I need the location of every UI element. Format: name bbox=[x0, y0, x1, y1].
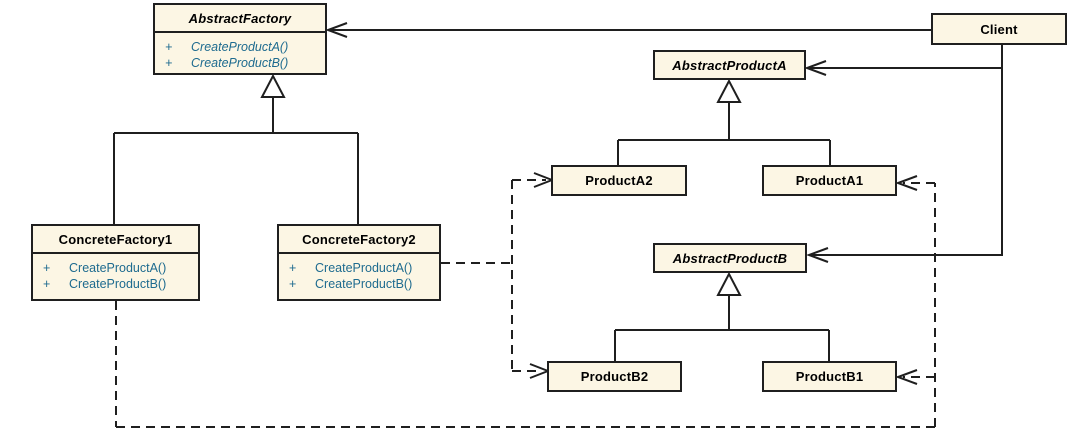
class-product-a2: ProductA2 bbox=[551, 165, 687, 196]
generalization-factories-abstractfactory bbox=[113, 73, 359, 224]
method-visibility: + bbox=[289, 277, 297, 291]
method-visibility: + bbox=[165, 56, 173, 70]
class-title: ConcreteFactory2 bbox=[302, 231, 416, 247]
association-client-abstractproductb bbox=[806, 68, 1003, 263]
class-title: AbstractProductA bbox=[672, 57, 787, 73]
class-title: AbstractProductB bbox=[672, 250, 788, 266]
class-abstract-factory: AbstractFactory + CreateProductA() + Cre… bbox=[153, 3, 327, 75]
generalization-products-abstractproducta bbox=[617, 78, 831, 165]
methods-compartment: + CreateProductA() + CreateProductB() bbox=[33, 252, 198, 296]
association-client-abstractfactory bbox=[325, 22, 931, 38]
method-visibility: + bbox=[289, 261, 297, 275]
method-row: + CreateProductB() bbox=[165, 55, 319, 71]
method-row: + CreateProductA() bbox=[165, 39, 319, 55]
generalization-products-abstractproductb bbox=[614, 271, 830, 361]
class-product-a1: ProductA1 bbox=[762, 165, 897, 196]
method-row: + CreateProductA() bbox=[43, 260, 192, 276]
class-abstract-product-a: AbstractProductA bbox=[653, 50, 806, 80]
method-visibility: + bbox=[43, 277, 51, 291]
class-abstract-product-b: AbstractProductB bbox=[653, 243, 807, 273]
methods-compartment: + CreateProductA() + CreateProductB() bbox=[279, 252, 439, 296]
association-client-abstractproducta bbox=[804, 45, 1003, 76]
class-product-b1: ProductB1 bbox=[762, 361, 897, 392]
method-signature: CreateProductB() bbox=[69, 277, 167, 291]
class-title: ProductA1 bbox=[795, 173, 864, 188]
method-signature: CreateProductB() bbox=[315, 277, 413, 291]
class-title: ProductB2 bbox=[580, 369, 649, 384]
method-signature: CreateProductA() bbox=[315, 261, 413, 275]
method-visibility: + bbox=[165, 40, 173, 54]
class-concrete-factory1: ConcreteFactory1 + CreateProductA() + Cr… bbox=[31, 224, 200, 301]
method-row: + CreateProductB() bbox=[289, 276, 433, 292]
method-visibility: + bbox=[43, 261, 51, 275]
class-title: ProductB1 bbox=[795, 369, 864, 384]
dependency-concretefactory2-products bbox=[441, 172, 555, 379]
class-title: AbstractFactory bbox=[188, 10, 292, 26]
method-signature: CreateProductA() bbox=[191, 40, 289, 54]
method-signature: CreateProductB() bbox=[191, 56, 289, 70]
class-concrete-factory2: ConcreteFactory2 + CreateProductA() + Cr… bbox=[277, 224, 441, 301]
class-client: Client bbox=[931, 13, 1067, 45]
class-title: ConcreteFactory1 bbox=[58, 231, 173, 247]
method-row: + CreateProductA() bbox=[289, 260, 433, 276]
method-row: + CreateProductB() bbox=[43, 276, 192, 292]
class-product-b2: ProductB2 bbox=[547, 361, 682, 392]
methods-compartment: + CreateProductA() + CreateProductB() bbox=[155, 31, 325, 75]
method-signature: CreateProductA() bbox=[69, 261, 167, 275]
class-title: ProductA2 bbox=[585, 173, 653, 188]
class-title: Client bbox=[980, 21, 1018, 37]
dependency-concretefactory1-products bbox=[115, 175, 936, 428]
